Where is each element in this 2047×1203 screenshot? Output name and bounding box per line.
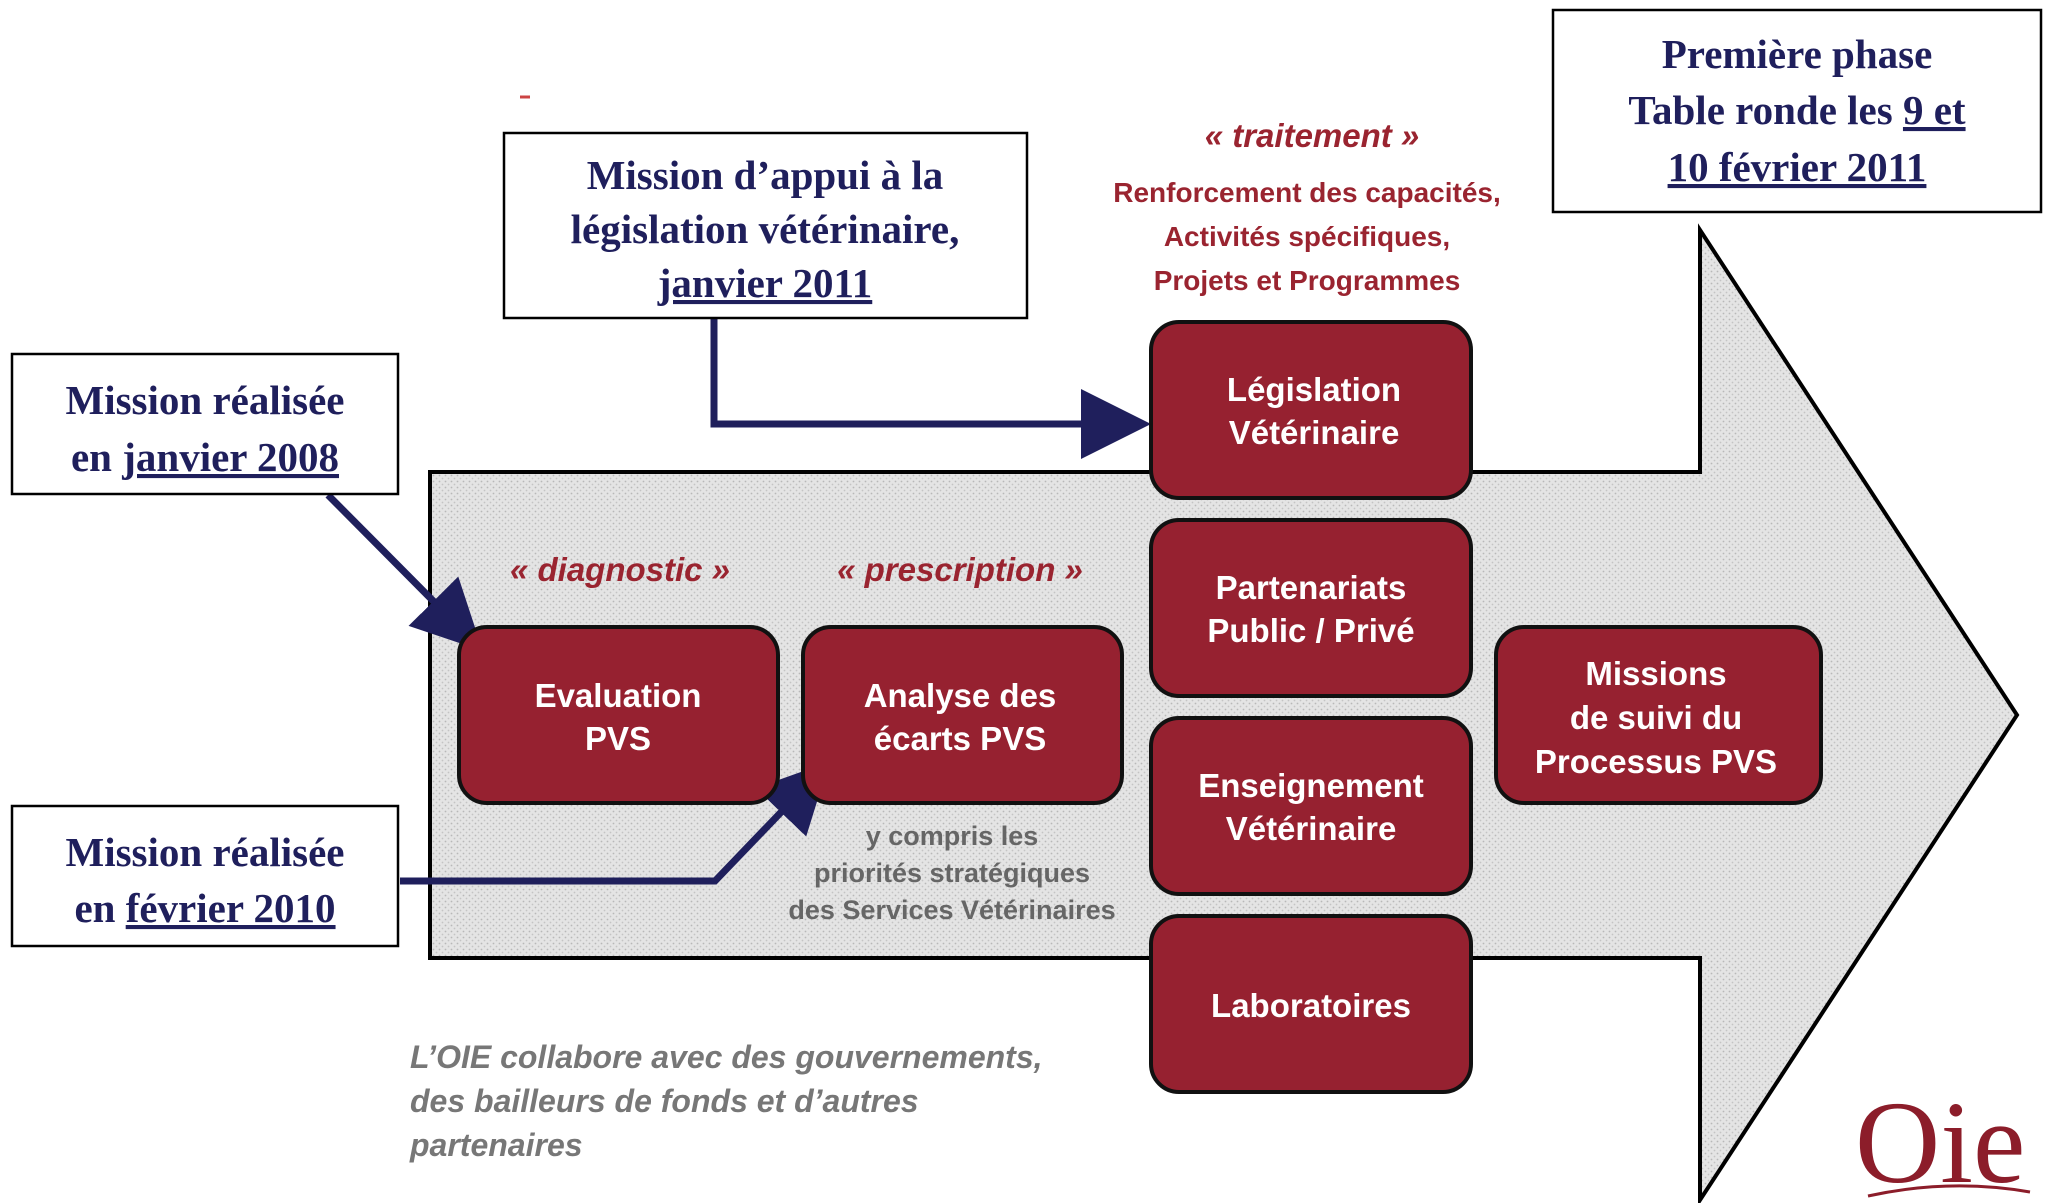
box-line: de suivi du bbox=[1570, 699, 1742, 736]
callout-mission-2008: Mission réalisée en janvier 2008 bbox=[10, 352, 400, 496]
callout-line: en février 2010 bbox=[74, 885, 335, 931]
callout-mission-legislation: Mission d’appui à la législation vétérin… bbox=[502, 131, 1029, 320]
note-line: L’OIE collabore avec des gouvernements, bbox=[410, 1039, 1043, 1075]
traitement-detail: Projets et Programmes bbox=[1154, 265, 1461, 296]
date-link: janvier 2011 bbox=[657, 260, 873, 306]
callout-line: Première phase bbox=[1662, 31, 1933, 77]
logo-text: Oie bbox=[1855, 1077, 2025, 1203]
box-line: Evaluation bbox=[535, 677, 702, 714]
box-line: Législation bbox=[1227, 371, 1401, 408]
callout-line: législation vétérinaire, bbox=[571, 206, 960, 252]
box-enseignement-veterinaire: Enseignement Vétérinaire bbox=[1149, 716, 1473, 896]
note-line: partenaires bbox=[409, 1127, 583, 1163]
box-line: Enseignement bbox=[1198, 767, 1424, 804]
callout-premiere-phase: Première phase Table ronde les 9 et 10 f… bbox=[1551, 8, 2043, 214]
callout-line: Table ronde les 9 et bbox=[1628, 87, 1965, 133]
box-line: Missions bbox=[1585, 655, 1726, 692]
box-laboratoires: Laboratoires bbox=[1149, 914, 1473, 1094]
box-line: Vétérinaire bbox=[1229, 414, 1400, 451]
box-evaluation-pvs: Evaluation PVS bbox=[457, 625, 780, 805]
callout-mission-2010: Mission réalisée en février 2010 bbox=[10, 804, 400, 948]
arrow-2011-to-legislation bbox=[710, 317, 1151, 459]
oie-logo: Oie bbox=[1855, 1077, 2031, 1203]
process-arrow bbox=[428, 223, 2020, 1203]
collaboration-note: L’OIE collabore avec des gouvernements, … bbox=[409, 1039, 1043, 1163]
date-link: janvier 2008 bbox=[121, 434, 339, 480]
traitement-detail: Renforcement des capacités, bbox=[1113, 177, 1501, 208]
logo-swoosh bbox=[1867, 1184, 2031, 1198]
box-line: PVS bbox=[585, 720, 651, 757]
date-link: février 2010 bbox=[126, 885, 336, 931]
box-line: Vétérinaire bbox=[1226, 810, 1397, 847]
note-line: y compris les bbox=[866, 821, 1039, 851]
traitement-detail: Activités spécifiques, bbox=[1164, 221, 1450, 252]
callout-line: Mission d’appui à la bbox=[587, 152, 944, 198]
box-missions-suivi: Missions de suivi du Processus PVS bbox=[1494, 625, 1823, 805]
box-line: écarts PVS bbox=[874, 720, 1046, 757]
stage-label-traitement: « traitement » bbox=[1205, 117, 1420, 154]
callout-line: en janvier 2008 bbox=[71, 434, 339, 480]
box-line: Laboratoires bbox=[1211, 987, 1411, 1024]
note-line: des Services Vétérinaires bbox=[788, 895, 1115, 925]
box-line: Partenariats bbox=[1216, 569, 1407, 606]
date-link: 10 février 2011 bbox=[1668, 144, 1927, 190]
arrow-2010-to-analyse bbox=[400, 761, 830, 885]
callout-line: Mission réalisée bbox=[66, 829, 345, 875]
callout-line: Mission réalisée bbox=[66, 377, 345, 423]
note-line: des bailleurs de fonds et d’autres bbox=[410, 1083, 919, 1119]
stage-label-diagnostic: « diagnostic » bbox=[510, 551, 730, 588]
box-line: Processus PVS bbox=[1535, 743, 1777, 780]
date-link: 9 et bbox=[1903, 87, 1966, 133]
stage-label-prescription: « prescription » bbox=[837, 551, 1083, 588]
arrow-2008-to-evaluation bbox=[325, 492, 483, 651]
box-legislation-veterinaire: Législation Vétérinaire bbox=[1149, 320, 1473, 500]
box-partenariats-public-prive: Partenariats Public / Privé bbox=[1149, 518, 1473, 698]
box-line: Analyse des bbox=[864, 677, 1057, 714]
box-line: Public / Privé bbox=[1207, 612, 1414, 649]
traitement-details: Renforcement des capacités, Activités sp… bbox=[1113, 177, 1501, 296]
note-line: priorités stratégiques bbox=[814, 858, 1090, 888]
box-analyse-ecarts-pvs: Analyse des écarts PVS bbox=[801, 625, 1124, 805]
analyse-note: y compris les priorités stratégiques des… bbox=[788, 821, 1115, 925]
